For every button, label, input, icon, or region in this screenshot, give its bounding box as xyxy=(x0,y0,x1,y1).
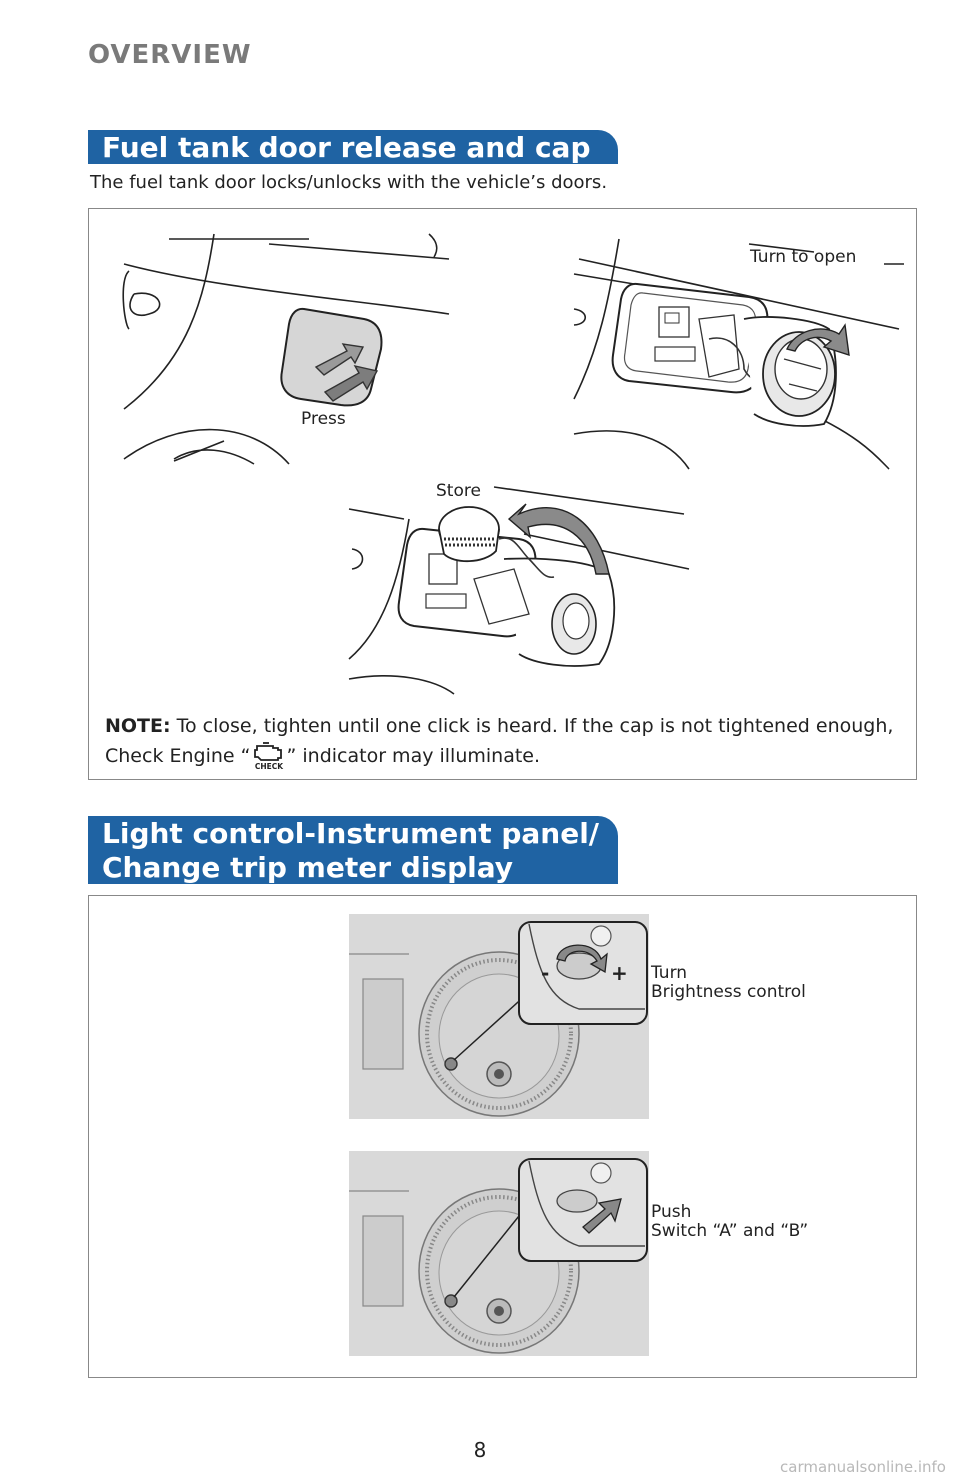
fuel-door-press-illustration xyxy=(122,233,450,465)
light-heading-line1: Light control-Instrument panel/ xyxy=(102,817,600,850)
minus-sign: - xyxy=(541,961,549,985)
store-label: Store xyxy=(436,481,481,501)
light-heading-line2: Change trip meter display xyxy=(102,851,514,884)
press-label: Press xyxy=(301,409,346,429)
section-title: OVERVIEW xyxy=(88,40,252,70)
note-text-after: ” indicator may illuminate. xyxy=(286,745,541,767)
fuel-section-heading: Fuel tank door release and cap xyxy=(88,130,618,164)
fuel-intro-text: The fuel tank door locks/unlocks with th… xyxy=(90,172,608,193)
turn-to-open-label: Turn to open xyxy=(750,247,857,267)
turn-label: Turn xyxy=(651,963,688,983)
push-label: Push xyxy=(651,1202,692,1222)
fuel-cap-turn-illustration xyxy=(573,238,904,470)
plus-sign: + xyxy=(611,961,628,985)
fuel-note: NOTE: To close, tighten until one click … xyxy=(105,711,895,771)
fuel-illustration-panel: Press Turn to open xyxy=(88,208,917,780)
brightness-control-label: Brightness control xyxy=(651,982,806,1002)
instrument-illustration-panel: - + Turn Brightness control Push Switch … xyxy=(88,895,917,1378)
light-section-heading: Light control-Instrument panel/ Change t… xyxy=(88,816,618,884)
fuel-cap-store-illustration xyxy=(348,486,690,695)
trip-meter-switch-illustration xyxy=(349,1151,649,1356)
switch-ab-label: Switch “A” and “B” xyxy=(651,1221,809,1241)
note-text-before: To close, tighten until one click is hea… xyxy=(105,715,894,767)
watermark: carmanualsonline.info xyxy=(780,1458,946,1476)
note-label: NOTE: xyxy=(105,715,171,737)
brightness-control-illustration: - + xyxy=(349,914,649,1119)
page-number: 8 xyxy=(473,1438,487,1462)
check-icon-text: CHECK xyxy=(254,762,283,770)
check-engine-icon: CHECK xyxy=(253,742,284,770)
